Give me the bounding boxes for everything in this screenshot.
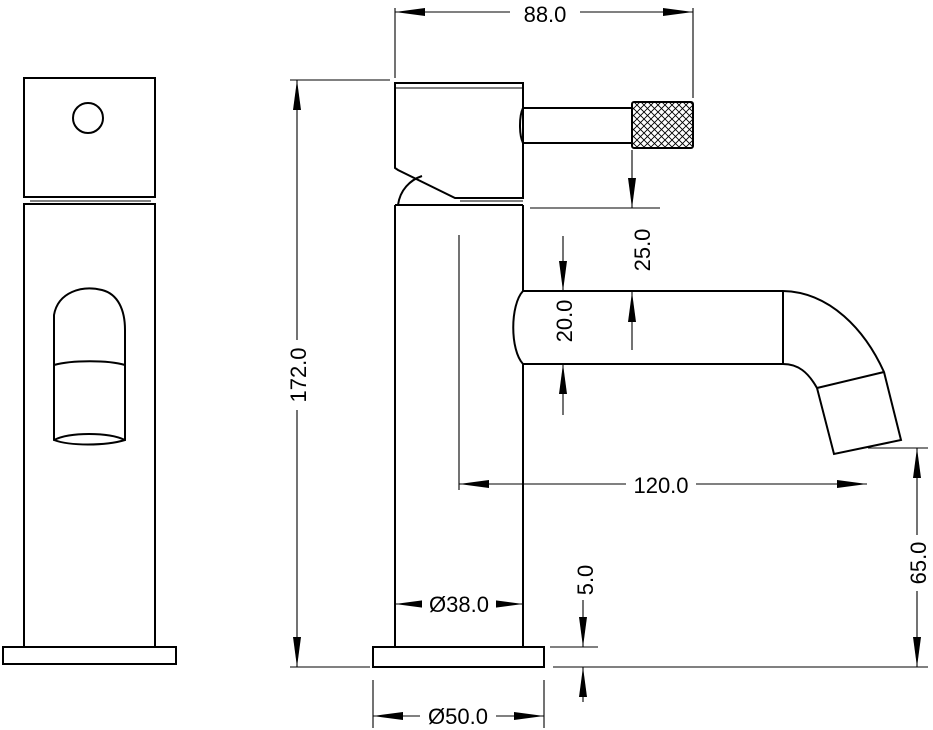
dim-spout-reach: 120.0: [633, 473, 688, 498]
dimension-lines: 88.0 172.0 25.0 20.0 120.0: [284, 0, 932, 729]
dim-width-top: 88.0: [524, 2, 567, 27]
front-body: [23, 203, 156, 648]
side-lever-rod: [519, 107, 632, 144]
side-knurled-grip: [631, 101, 694, 149]
front-view: [2, 77, 177, 665]
dim-spout-height: 20.0: [552, 300, 577, 343]
dim-base-thickness: 5.0: [573, 565, 598, 596]
side-spout: [523, 290, 903, 456]
side-spout-joint: [512, 290, 885, 389]
side-collar: [395, 175, 523, 206]
dim-body-diameter: Ø38.0: [429, 592, 489, 617]
side-body: [394, 205, 524, 647]
front-spout-upper-curve: [53, 360, 126, 366]
side-view: [372, 82, 903, 668]
front-spout-outline: [53, 287, 126, 446]
front-lever-hole-icon: [72, 102, 104, 134]
dim-height-total: 172.0: [286, 347, 311, 402]
dim-outlet-height: 65.0: [906, 542, 931, 585]
front-base-plate: [2, 646, 177, 665]
dim-lever-drop: 25.0: [630, 229, 655, 272]
dim-base-diameter: Ø50.0: [428, 704, 488, 729]
front-spout-outlet: [53, 433, 126, 441]
side-handle-head: [394, 82, 524, 199]
side-base-plate: [372, 646, 545, 668]
front-handle-block: [23, 77, 156, 198]
